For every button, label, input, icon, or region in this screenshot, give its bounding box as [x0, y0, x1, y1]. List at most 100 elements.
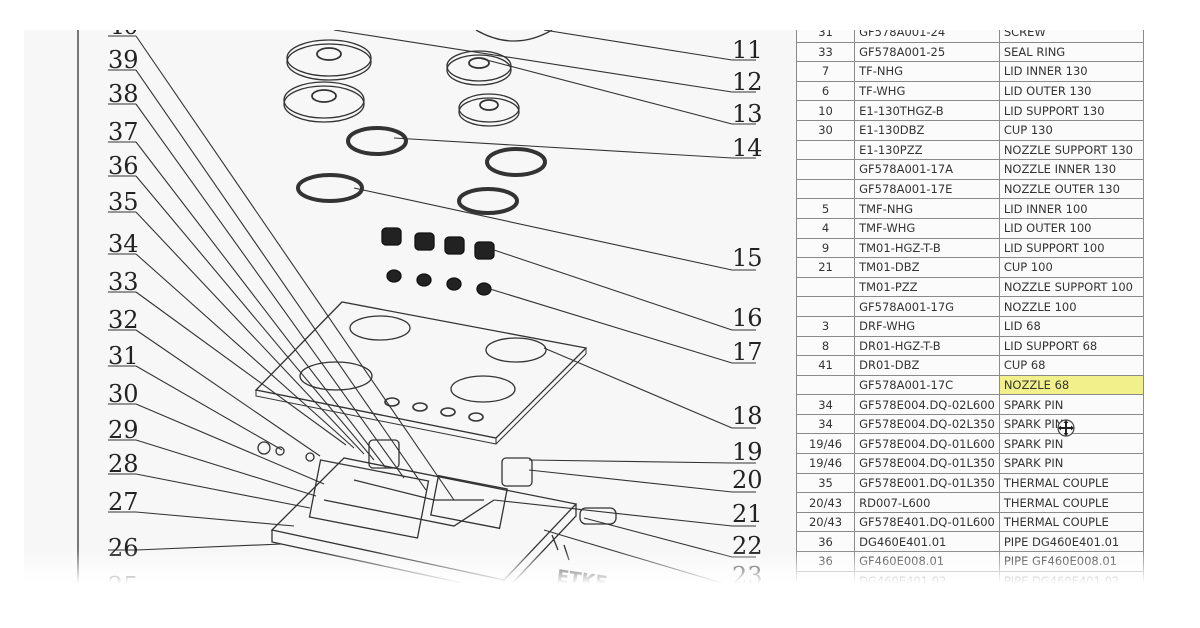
callout-22: 22	[732, 532, 763, 560]
part-code-cell: E1-130PZZ	[854, 139, 1000, 161]
part-no-cell: 31	[795, 30, 856, 43]
move-cursor-icon	[1057, 419, 1075, 437]
callout-30: 30	[108, 380, 139, 408]
part-code-cell: GF578E001.DQ-01L350	[854, 472, 1000, 494]
part-name-cell: LID INNER 100	[998, 198, 1144, 219]
callout-32: 32	[108, 306, 139, 334]
callout-38: 38	[108, 80, 139, 108]
part-name-cell: SPARK PIN	[998, 394, 1144, 415]
drawing-sheet: ETKE	[24, 30, 1144, 598]
part-no-cell: 36	[795, 551, 856, 572]
part-name-cell: LID 68	[998, 315, 1144, 337]
part-no-cell: 3	[795, 315, 856, 337]
part-code-cell: DR01-DBZ	[854, 355, 1000, 376]
lid-130-top-left	[286, 39, 372, 81]
part-no-cell	[795, 374, 856, 396]
callout-26: 26	[108, 534, 139, 562]
glass-top-plate	[254, 301, 588, 445]
part-name-cell: SPARK PIN	[998, 413, 1144, 435]
part-name-cell: SPARK PIN	[998, 453, 1144, 474]
part-no-cell: 19/46	[795, 453, 856, 474]
part-code-cell: TM01-DBZ	[854, 257, 1000, 278]
part-name-cell: LID OUTER 130	[998, 80, 1144, 102]
part-no-cell: 21	[795, 257, 856, 278]
part-no-cell: 8	[795, 335, 856, 357]
part-no-cell: 30	[795, 119, 856, 141]
part-no-cell: 10	[795, 100, 856, 121]
callout-14: 14	[732, 134, 763, 162]
callouts-right: 11 12 13 14 15 16 17 18 19 20 21 22 23	[732, 36, 763, 590]
part-code-cell: GF578E004.DQ-01L600	[854, 433, 1000, 455]
callout-16: 16	[732, 304, 763, 332]
part-code-cell: TM01-PZZ	[854, 276, 1000, 298]
part-code-cell: DG460E401.01	[854, 531, 1000, 553]
seal-ring-1	[346, 126, 408, 156]
part-code-cell: GF578E004.DQ-02L350	[854, 413, 1000, 435]
part-code-cell: GF578E401.DQ-01L600	[854, 511, 1000, 533]
callout-31: 31	[108, 342, 139, 370]
callout-17: 17	[732, 338, 763, 366]
part-no-cell: 35	[795, 472, 856, 494]
callout-12: 12	[732, 68, 763, 96]
callout-15: 15	[732, 244, 763, 272]
leader-lines-left	[108, 35, 455, 587]
part-name-cell: CUP 100	[998, 257, 1144, 278]
part-code-cell: DG460E401.02	[854, 570, 1000, 592]
nozzle-caps	[381, 227, 495, 260]
part-name-cell: CUP 68	[998, 355, 1144, 376]
part-code-cell: RD007-L600	[854, 492, 1000, 513]
callout-36: 36	[108, 152, 139, 180]
leader-lines-right	[333, 30, 756, 587]
part-name-cell: LID SUPPORT 100	[998, 237, 1144, 259]
part-name-cell: LID SUPPORT 130	[998, 100, 1144, 121]
callout-20: 20	[732, 466, 763, 494]
part-no-cell	[795, 178, 856, 200]
callouts-left: 40 39 38 37 36 35 34 33 32 31 30 29 28 2…	[108, 30, 139, 598]
part-no-cell: 5	[795, 198, 856, 219]
callout-21: 21	[732, 500, 763, 528]
part-code-cell: GF578A001-25	[854, 41, 1000, 63]
part-name-cell: NOZZLE INNER 130	[998, 159, 1144, 180]
part-no-cell: 19/46	[795, 433, 856, 455]
part-name-cell: SCREW	[998, 30, 1144, 43]
callout-40: 40	[108, 30, 139, 40]
part-code-cell: DR01-HGZ-T-B	[854, 335, 1000, 357]
callout-27: 27	[108, 488, 139, 516]
part-name-cell: NOZZLE OUTER 130	[998, 178, 1144, 200]
lid-68	[458, 93, 520, 127]
callout-29: 29	[108, 416, 139, 444]
part-code-cell: E1-130DBZ	[854, 119, 1000, 141]
part-no-cell: 36	[795, 531, 856, 553]
callout-23: 23	[732, 562, 763, 590]
callout-18: 18	[732, 402, 763, 430]
part-no-cell: 41	[795, 355, 856, 376]
part-no-cell: 33	[795, 41, 856, 63]
part-code-cell: TMF-NHG	[854, 198, 1000, 219]
part-code-cell: TF-NHG	[854, 61, 1000, 82]
part-code-cell: DRF-WHG	[854, 315, 1000, 337]
part-no-cell: 7	[795, 61, 856, 82]
part-name-cell: PIPE DG460E401.01	[998, 531, 1144, 553]
part-code-cell: GF578E004.DQ-02L600	[854, 394, 1000, 415]
part-no-cell	[795, 570, 856, 592]
part-name-cell: LID SUPPORT 68	[998, 335, 1144, 357]
part-no-cell: 20/43	[795, 492, 856, 513]
seal-ring-2	[485, 147, 547, 177]
